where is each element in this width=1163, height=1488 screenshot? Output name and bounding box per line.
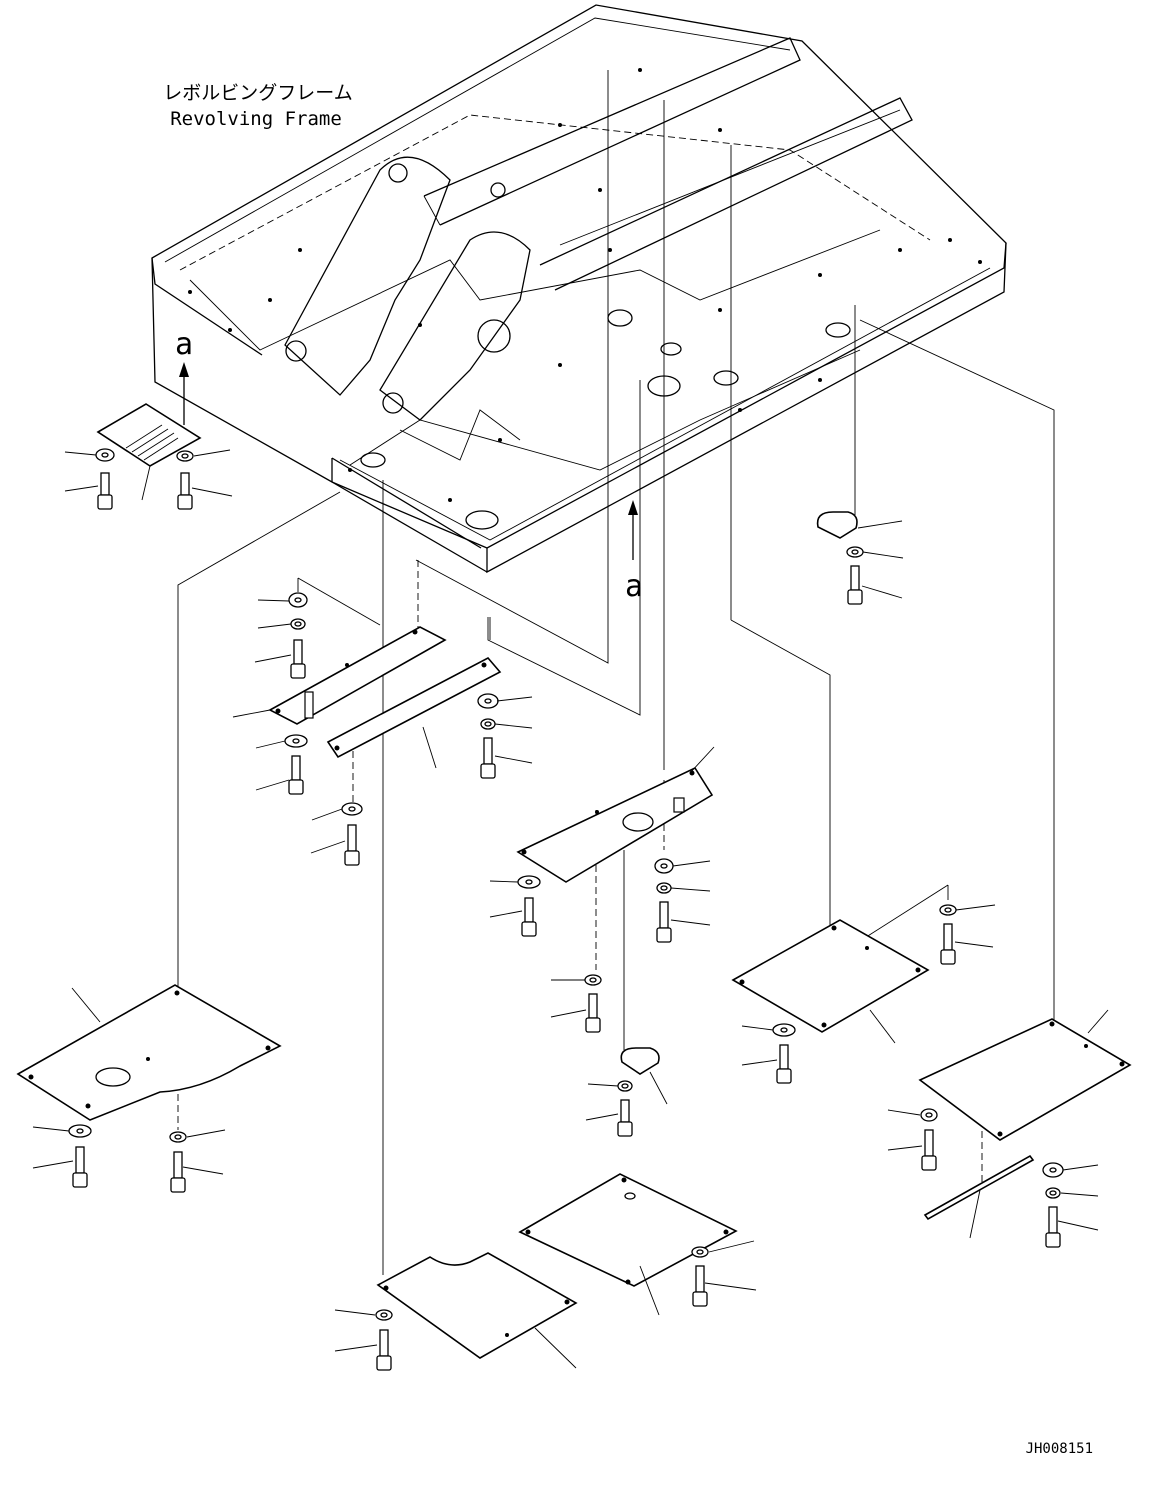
view-arrow-lower: [628, 500, 638, 560]
strip-plate-2: [326, 656, 502, 759]
view-marker-upper: a: [175, 327, 193, 362]
view-marker-lower: a: [625, 569, 643, 604]
bottom-cover-plate-1: [376, 1252, 578, 1359]
seal-strip: [923, 1154, 1035, 1221]
center-plate: [516, 766, 714, 883]
grille-cover: [96, 403, 202, 467]
strip-plate-1: [268, 626, 447, 725]
left-cover-plate: [16, 984, 282, 1121]
assembly-lines: [177, 70, 1055, 1275]
frame-label-japanese: レボルビングフレーム: [163, 82, 352, 104]
drawing-number: JH008151: [1026, 1441, 1093, 1457]
washers: [68, 448, 1064, 1321]
bolts: [72, 472, 1061, 1371]
small-cover-lower: [620, 1047, 660, 1075]
grille-slots: [125, 424, 179, 461]
view-arrow-upper: [179, 362, 189, 425]
right-cover-plate-1: [731, 919, 930, 1033]
callout-leaders: [32, 449, 1109, 1369]
frame-label-english: Revolving Frame: [170, 108, 342, 130]
bottom-cover-plate-2: [518, 1173, 738, 1287]
small-cover-upper: [816, 511, 858, 539]
right-cover-plate-2: [918, 1018, 1132, 1141]
revolving-frame: [151, 4, 1007, 574]
plate-holes: [28, 629, 1125, 1337]
